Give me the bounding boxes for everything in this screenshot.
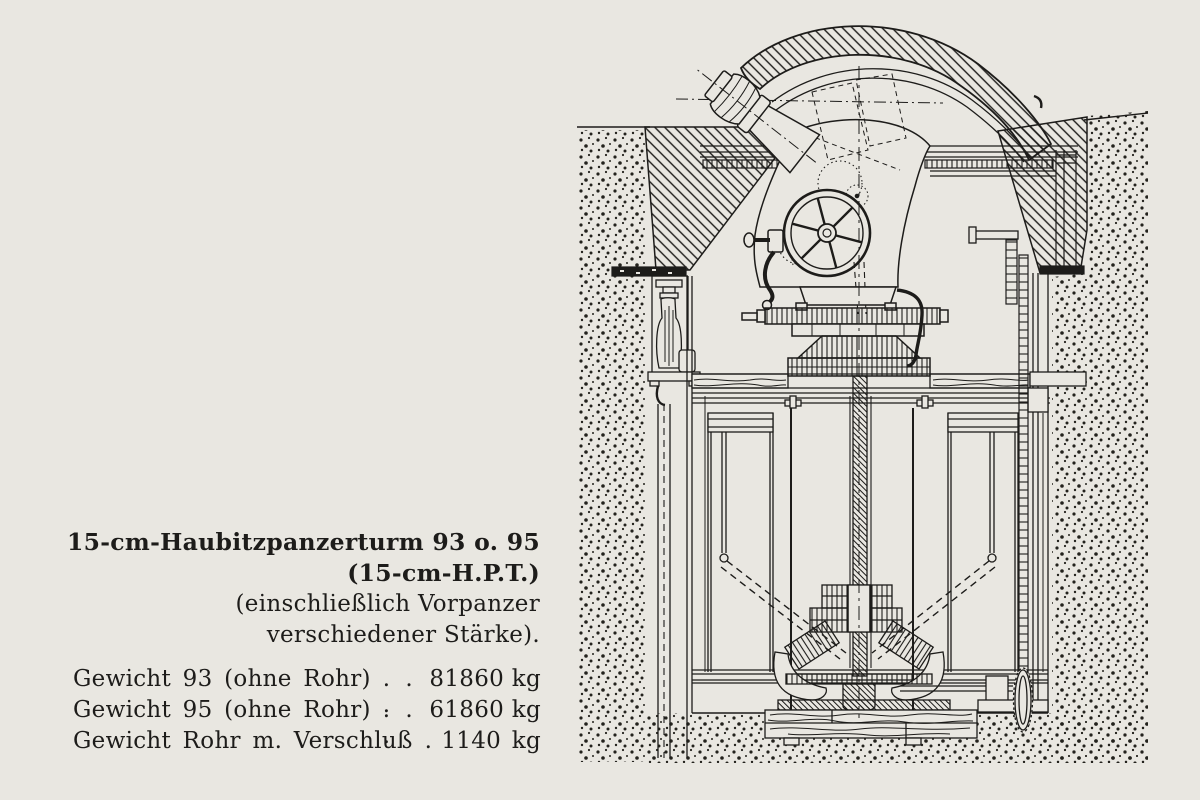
elevating-handwheel <box>777 160 872 278</box>
weight-unit: kg <box>511 728 541 754</box>
ball-race-ring <box>764 307 941 325</box>
leader-dots: . . . <box>382 666 415 718</box>
leader-dots: . . . <box>382 697 415 749</box>
figure-caption: 15-cm-Haubitzpanzerturm 93 o. 95 (15-cm-… <box>0 527 540 651</box>
right-wall-cap <box>1039 265 1085 275</box>
dome-armor <box>739 25 1053 163</box>
floor-wall-bracket <box>1029 371 1087 387</box>
weight-value: 1140 <box>441 728 502 754</box>
foundation <box>764 699 978 746</box>
dome-edge-hook <box>1033 94 1043 109</box>
pit-shaft <box>686 226 1087 758</box>
howitzer-barrel <box>697 69 821 174</box>
chain-sprocket <box>1012 667 1034 733</box>
caption-subtitle-line2: verschiedener Stärke). <box>266 622 540 648</box>
weight-unit: kg <box>511 666 541 692</box>
bore-axis <box>697 69 817 163</box>
weight-row: Gewicht 93 (ohne Rohr) . . . 81860 kg <box>73 666 541 718</box>
weight-unit: kg <box>511 697 541 723</box>
caption-subtitle-line1: (einschließlich Vorpanzer <box>235 591 540 617</box>
weight-value: 81860 <box>429 666 505 692</box>
muzzle-bulge <box>709 73 761 125</box>
weight-value: 61860 <box>429 697 505 723</box>
hydraulic-elbow-pipe <box>896 288 924 368</box>
caption-title-line2: (15-cm-H.P.T.) <box>347 559 540 587</box>
left-wall-cap <box>611 266 687 277</box>
weight-row: Gewicht Rohr m. Verschluß . 1140 kg <box>73 728 541 759</box>
caption-title-line1: 15-cm-Haubitzpanzerturm 93 o. 95 <box>66 528 540 556</box>
leader-dots: . <box>424 728 434 754</box>
hoist-chain <box>968 226 1029 676</box>
standpipe-niche <box>647 275 701 758</box>
guide-frame-right <box>947 412 1019 672</box>
guide-frame-left <box>707 412 774 672</box>
weight-label: Gewicht 93 (ohne Rohr) <box>73 666 371 692</box>
weight-label: Gewicht 95 (ohne Rohr) <box>73 697 371 723</box>
turret <box>675 69 949 377</box>
floor-ibeam <box>784 395 934 409</box>
weight-label: Gewicht Rohr m. Verschluß <box>73 728 413 754</box>
weight-row: Gewicht 95 (ohne Rohr) . . . 61860 kg <box>73 697 541 749</box>
wheel-spokes <box>791 197 863 269</box>
bolt-feet <box>783 737 922 746</box>
weight-table: Gewicht 93 (ohne Rohr) . . . 81860 kg Ge… <box>73 666 541 759</box>
gear-stack <box>809 584 903 633</box>
